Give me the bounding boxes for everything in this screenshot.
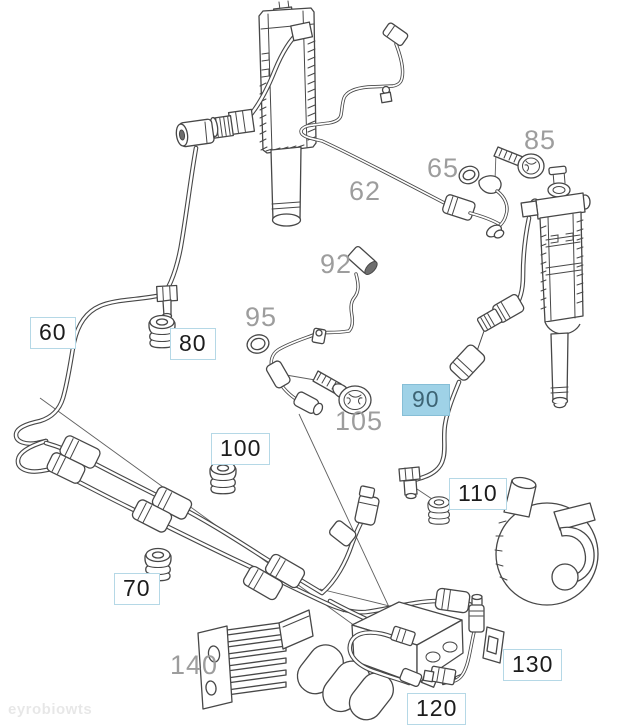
front-strut	[247, 0, 317, 227]
callout-92: 92	[320, 249, 353, 279]
callout-90-highlighted: 90	[402, 384, 450, 416]
callout-100: 100	[211, 433, 271, 465]
pipe-130	[422, 593, 505, 686]
screw-85	[493, 146, 545, 179]
oring-95	[246, 334, 270, 354]
pipe-62	[299, 22, 509, 239]
callout-65: 65	[427, 153, 460, 183]
pipe-bundle	[45, 435, 478, 630]
accumulator-sphere	[494, 476, 599, 606]
callout-85: 85	[524, 125, 557, 155]
callout-140: 140	[170, 650, 219, 680]
callout-62: 62	[349, 176, 382, 206]
seal-ring-65	[458, 165, 480, 185]
pipe-60	[16, 118, 215, 472]
callout-70: 70	[114, 573, 160, 605]
screw-105	[312, 370, 372, 415]
callout-130: 130	[503, 649, 563, 681]
callout-95: 95	[245, 302, 278, 332]
rear-strut	[476, 165, 591, 409]
pipe-90	[398, 344, 486, 500]
seal-grommet-110	[427, 496, 451, 525]
callout-110: 110	[449, 478, 507, 510]
seal-grommet-100	[209, 460, 237, 495]
elbow-fitting-60	[155, 284, 179, 320]
banjo-fitting	[209, 108, 256, 139]
callout-105: 105	[335, 406, 384, 436]
sensor-pipe-92	[265, 245, 378, 416]
watermark-text: eyrobiowts	[8, 701, 93, 718]
callout-120: 120	[407, 693, 467, 725]
valve-block-120	[278, 601, 465, 721]
callout-80: 80	[170, 328, 216, 360]
callout-60: 60	[30, 317, 76, 349]
